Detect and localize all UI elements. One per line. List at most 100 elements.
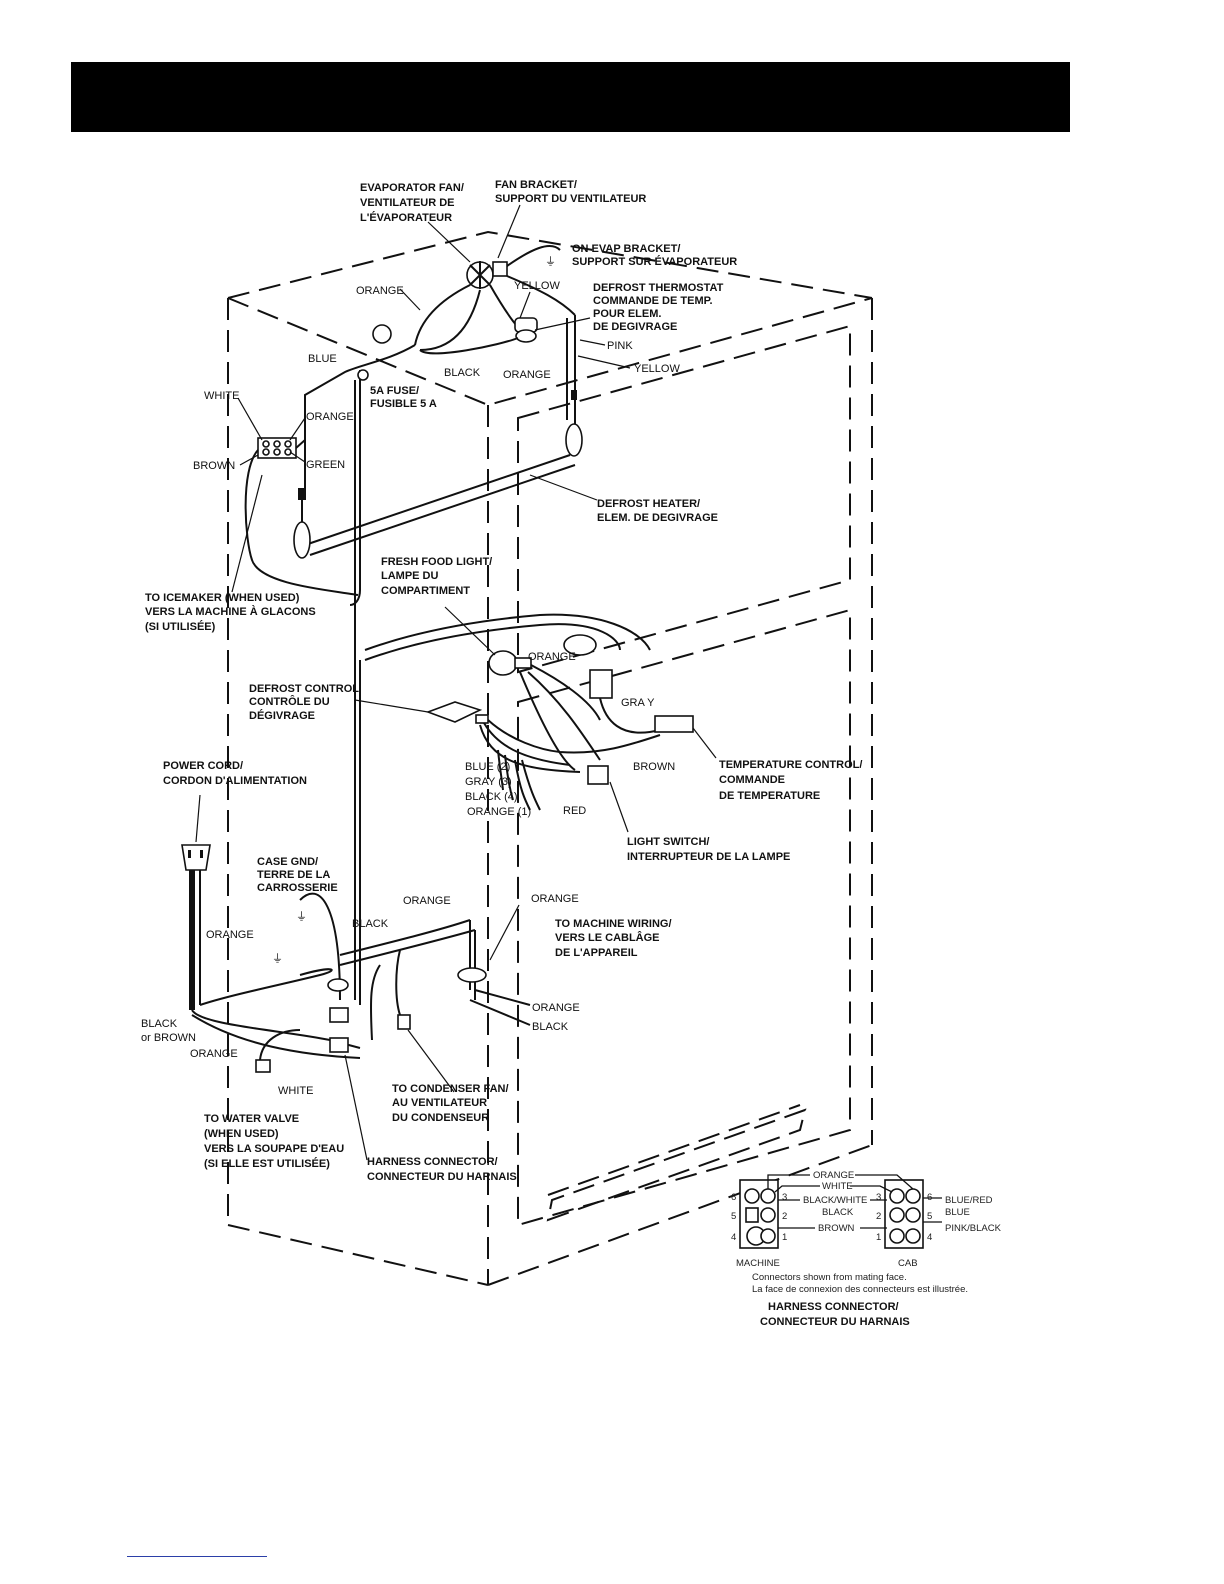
label-light-switch: LIGHT SWITCH/ (627, 836, 710, 848)
label-harness-connector: HARNESS CONNECTOR/ (367, 1156, 498, 1168)
label-on-evap-bracket: ON EVAP BRACKET/ (572, 243, 680, 255)
wire-orange1: ORANGE (1) (467, 806, 531, 818)
svg-text:LAMPE DU: LAMPE DU (381, 570, 439, 582)
label-water-valve: TO WATER VALVE (204, 1113, 299, 1125)
svg-text:SUPPORT SUR ÉVAPORATEUR: SUPPORT SUR ÉVAPORATEUR (572, 255, 737, 268)
label-condenser-fan: TO CONDENSER FAN/ (392, 1083, 509, 1095)
wire-black-top: BLACK (444, 367, 481, 379)
svg-text:AU VENTILATEUR: AU VENTILATEUR (392, 1097, 487, 1109)
svg-text:BROWN: BROWN (818, 1223, 855, 1234)
fresh-food-light (488, 650, 532, 676)
svg-text:SUPPORT DU VENTILATEUR: SUPPORT DU VENTILATEUR (495, 193, 646, 205)
svg-text:VENTILATEUR DE: VENTILATEUR DE (360, 197, 455, 209)
svg-text:VERS LA SOUPAPE D'EAU: VERS LA SOUPAPE D'EAU (204, 1143, 344, 1155)
svg-text:DE L'APPAREIL: DE L'APPAREIL (555, 947, 638, 959)
wire-orange-thermo: ORANGE (503, 369, 551, 381)
svg-text:L'ÉVAPORATEUR: L'ÉVAPORATEUR (360, 211, 452, 224)
label-case-gnd: CASE GND/ (257, 856, 318, 868)
wire-black-bottom: BLACK (352, 918, 389, 930)
svg-text:BLUE: BLUE (945, 1207, 970, 1218)
wire-black4: BLACK (4) (465, 791, 518, 803)
svg-text:VERS LE CABLÂGE: VERS LE CABLÂGE (555, 931, 660, 944)
header-bar (71, 62, 1070, 132)
svg-text:DÉGIVRAGE: DÉGIVRAGE (249, 709, 315, 722)
svg-text:DE TEMPERATURE: DE TEMPERATURE (719, 790, 820, 802)
svg-text:COMMANDE: COMMANDE (719, 774, 785, 786)
svg-text:5: 5 (927, 1211, 932, 1222)
connector-cab-label: CAB (898, 1258, 918, 1269)
svg-text:PINK/BLACK: PINK/BLACK (945, 1223, 1002, 1234)
label-fresh-food-light: FRESH FOOD LIGHT/ (381, 556, 492, 568)
defrost-control (425, 701, 489, 724)
wire-green-term: GREEN (306, 459, 345, 471)
svg-text:1: 1 (782, 1232, 787, 1243)
wire-orange-fan: ORANGE (356, 285, 404, 297)
label-harness-connector-detail: HARNESS CONNECTOR/ (768, 1301, 899, 1313)
svg-text:⏚: ⏚ (272, 952, 283, 965)
svg-text:DU CONDENSEUR: DU CONDENSEUR (392, 1112, 489, 1124)
wire-yellow-right: YELLOW (634, 363, 680, 375)
label-icemaker: TO ICEMAKER (WHEN USED) (145, 592, 300, 604)
wire-gray3: GRAY (3) (465, 776, 512, 788)
svg-text:CONTRÔLE DU: CONTRÔLE DU (249, 695, 330, 708)
svg-text:BLACK/WHITE: BLACK/WHITE (803, 1195, 867, 1206)
svg-text:2: 2 (782, 1211, 787, 1222)
leader-lines (195, 204, 717, 1161)
svg-text:ELEM. DE DEGIVRAGE: ELEM. DE DEGIVRAGE (597, 512, 718, 524)
svg-text:CONNECTEUR DU HARNAIS: CONNECTEUR DU HARNAIS (367, 1171, 517, 1183)
label-fan-bracket: FAN BRACKET/ (495, 179, 577, 191)
label-temperature-control: TEMPERATURE CONTROL/ (719, 759, 862, 771)
wire-blue-top: BLUE (308, 353, 337, 365)
terminal-block (257, 437, 297, 459)
label-machine-wiring: TO MACHINE WIRING/ (555, 918, 672, 930)
svg-text:CONNECTEUR DU HARNAIS: CONNECTEUR DU HARNAIS (760, 1316, 910, 1328)
svg-text:3: 3 (782, 1192, 787, 1203)
power-cord-plug (181, 844, 211, 871)
svg-text:(SI UTILISÉE): (SI UTILISÉE) (145, 620, 216, 633)
svg-text:6: 6 (731, 1192, 736, 1203)
harness-connector-detail (739, 1174, 942, 1249)
label-fuse: 5A FUSE/ (370, 385, 419, 397)
wire-orange-mid: ORANGE (528, 651, 576, 663)
connector-top-wire-orange: ORANGE (813, 1170, 854, 1181)
svg-text:1: 1 (876, 1232, 881, 1243)
wire-white-term: WHITE (204, 390, 239, 402)
svg-text:2: 2 (876, 1211, 881, 1222)
evaporator-fan (466, 261, 508, 289)
svg-text:DE DEGIVRAGE: DE DEGIVRAGE (593, 321, 677, 333)
wire-pink: PINK (607, 340, 633, 352)
wire-orange-right-top: ORANGE (531, 893, 579, 905)
svg-text:4: 4 (927, 1232, 932, 1243)
wire-orange-lower-left: ORANGE (190, 1048, 238, 1060)
svg-text:BLUE/RED: BLUE/RED (945, 1195, 993, 1206)
svg-text:TERRE DE LA: TERRE DE LA (257, 869, 330, 881)
wire-orange-bottom: ORANGE (403, 895, 451, 907)
wire-yellow-top: YELLOW (514, 280, 560, 292)
connector-note-fr: La face de connexion des connecteurs est… (752, 1284, 968, 1295)
wire-black-machine: BLACK (532, 1021, 569, 1033)
label-defrost-control: DEFROST CONTROL (249, 683, 359, 695)
svg-text:FUSIBLE 5 A: FUSIBLE 5 A (370, 398, 437, 410)
wire-black-or-brown: BLACK (141, 1018, 178, 1030)
svg-text:(WHEN USED): (WHEN USED) (204, 1128, 279, 1140)
connector-machine-label: MACHINE (736, 1258, 780, 1269)
svg-text:CARROSSERIE: CARROSSERIE (257, 882, 338, 894)
footer-link-line[interactable] (127, 1556, 267, 1557)
svg-text:⏚: ⏚ (296, 910, 307, 923)
svg-text:INTERRUPTEUR DE LA LAMPE: INTERRUPTEUR DE LA LAMPE (627, 851, 790, 863)
label-defrost-thermostat: DEFROST THERMOSTAT (593, 282, 724, 294)
svg-text:6: 6 (927, 1192, 932, 1203)
wire-brown-term: BROWN (193, 460, 235, 472)
temperature-control (654, 715, 694, 733)
wire-orange-left: ORANGE (206, 929, 254, 941)
svg-text:⏚: ⏚ (545, 255, 556, 268)
connector-top-wire-white: WHITE (822, 1181, 853, 1192)
connector-note-en: Connectors shown from mating face. (752, 1272, 907, 1283)
svg-text:VERS LA MACHINE À GLACONS: VERS LA MACHINE À GLACONS (145, 605, 316, 618)
svg-text:(SI ELLE EST UTILISÉE): (SI ELLE EST UTILISÉE) (204, 1157, 330, 1170)
svg-text:POUR ELEM.: POUR ELEM. (593, 308, 661, 320)
wire-gray-mid: GRA Y (621, 697, 655, 709)
svg-text:3: 3 (876, 1192, 881, 1203)
svg-text:or BROWN: or BROWN (141, 1032, 196, 1044)
